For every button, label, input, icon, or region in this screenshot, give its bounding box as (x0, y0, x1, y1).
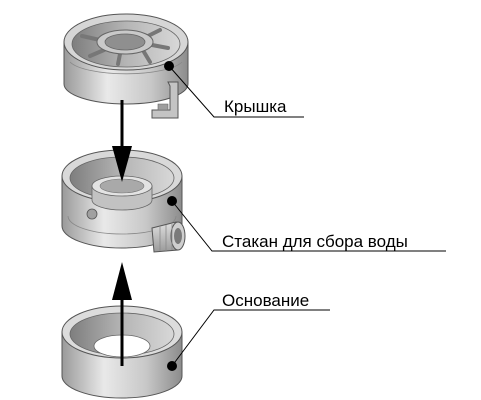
cup-leader-line (171, 200, 446, 252)
lid-part (63, 13, 189, 119)
lid-label: Крышка (224, 97, 287, 116)
cup-callout: Стакан для сбора воды (167, 196, 446, 252)
arrow-base-to-cup (112, 262, 132, 366)
lid-leader-line (168, 65, 304, 118)
lid-callout: Крышка (164, 61, 304, 118)
base-leader-line (171, 309, 330, 367)
arrow-lid-to-cup (112, 100, 132, 182)
drain-nozzle (151, 221, 186, 253)
base-label: Основание (222, 291, 309, 310)
cup-label: Стакан для сбора воды (222, 232, 408, 251)
base-callout: Основание (167, 291, 330, 371)
